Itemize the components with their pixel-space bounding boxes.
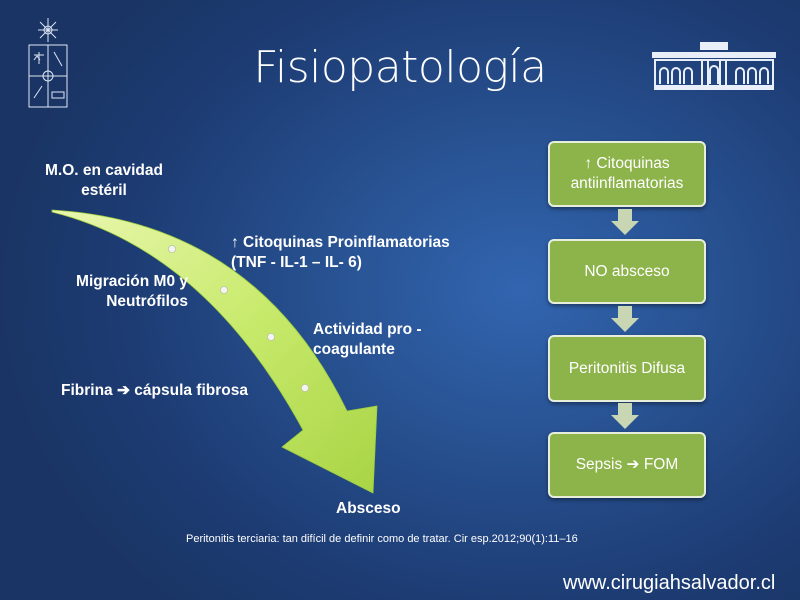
start-label-line: M.O. en cavidad [44,162,163,179]
cytokines-pro-line: (TNF - IL-1 – IL- 6) [231,254,362,271]
milestone-dot [219,285,228,294]
migration-label-line: Migración M0 y [76,273,188,290]
cytokines-pro-line: ↑ Citoquinas Proinflamatorias [231,234,450,251]
procoagulant-line: Actividad pro - [313,321,422,338]
website-url[interactable]: www.cirugiahsalvador.cl [563,572,776,594]
flow-box-sepsis: Sepsis ➔ FOM [548,432,706,498]
down-arrow-icon [611,403,639,429]
migration-label: Migración M0 y Neutrófilos [58,272,188,312]
abscess-label: Absceso [336,500,401,517]
flow-box-text: Peritonitis Difusa [568,359,686,377]
milestone-dot [167,244,176,253]
fibrin-label: Fibrina ➔ cápsula fibrosa [61,382,248,399]
flow-box-text: ↑ Citoquinas [584,155,670,172]
start-label-line: estéril [81,182,127,199]
reference-citation: Peritonitis terciaria: tan difícil de de… [186,533,578,545]
start-label: M.O. en cavidad estéril [36,161,172,201]
slide-title: Fisiopatología [253,42,547,93]
hospital-building-logo [652,42,776,90]
flow-box-text: Sepsis ➔ FOM [575,456,679,473]
down-arrow-icon [611,209,639,235]
procoagulant-line: coagulante [313,341,395,358]
cytokines-pro-label: ↑ Citoquinas Proinflamatorias (TNF - IL-… [231,233,450,273]
down-arrow-icon [611,306,639,332]
flow-box-text: NO absceso [584,262,670,280]
procoagulant-label: Actividad pro - coagulante [313,320,422,360]
flow-box-diffuse-peritonitis: Peritonitis Difusa [548,335,706,402]
flow-box-text: antiinflamatorias [570,175,684,192]
university-crest-logo [28,18,68,108]
milestone-dot [300,383,309,392]
migration-label-line: Neutrófilos [106,293,188,310]
flow-box-antiinflammatory: ↑ Citoquinas antiinflamatorias [548,141,706,207]
milestone-dot [266,332,275,341]
flow-box-no-abscess: NO absceso [548,239,706,304]
